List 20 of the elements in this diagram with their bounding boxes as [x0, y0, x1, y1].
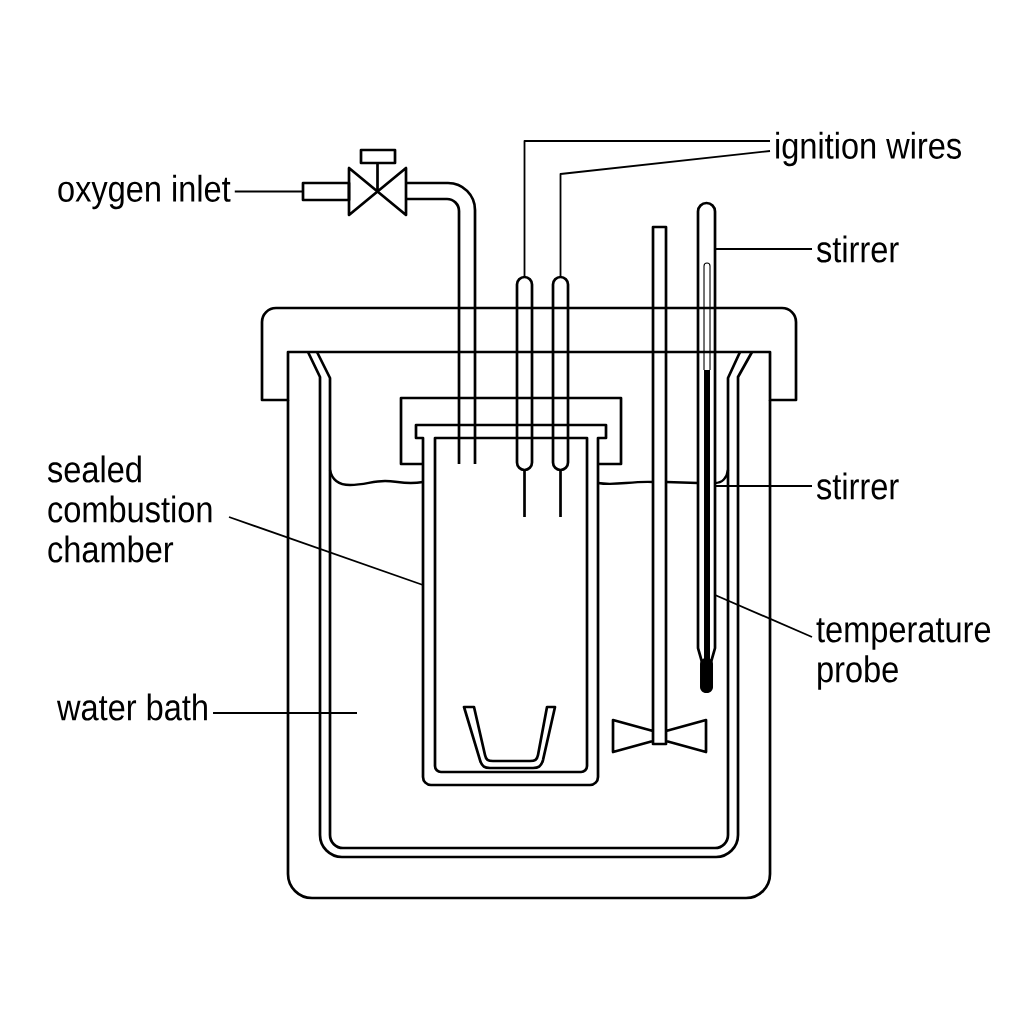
part-label: water bath [56, 693, 207, 721]
part-label: temperature probe [816, 618, 991, 690]
part-label: sealed combustion chamber [47, 455, 212, 563]
leader-line [212, 712, 358, 714]
leader-line [228, 516, 424, 586]
leader-line [714, 594, 813, 638]
chamber [414, 423, 608, 787]
part-label: stirrer [816, 235, 899, 263]
part-label: oxygen inlet [58, 174, 231, 210]
part-label: stirrer [816, 472, 899, 500]
inlet-pipe [301, 148, 477, 466]
electrode [515, 275, 534, 517]
leader-line [233, 190, 304, 193]
thermometer [696, 201, 717, 693]
electrode [551, 275, 570, 517]
leader-line [559, 150, 771, 278]
part-label: ignition wires [776, 131, 961, 167]
leader-line [714, 485, 813, 487]
leader-line [523, 140, 771, 278]
leader-line [714, 248, 813, 250]
